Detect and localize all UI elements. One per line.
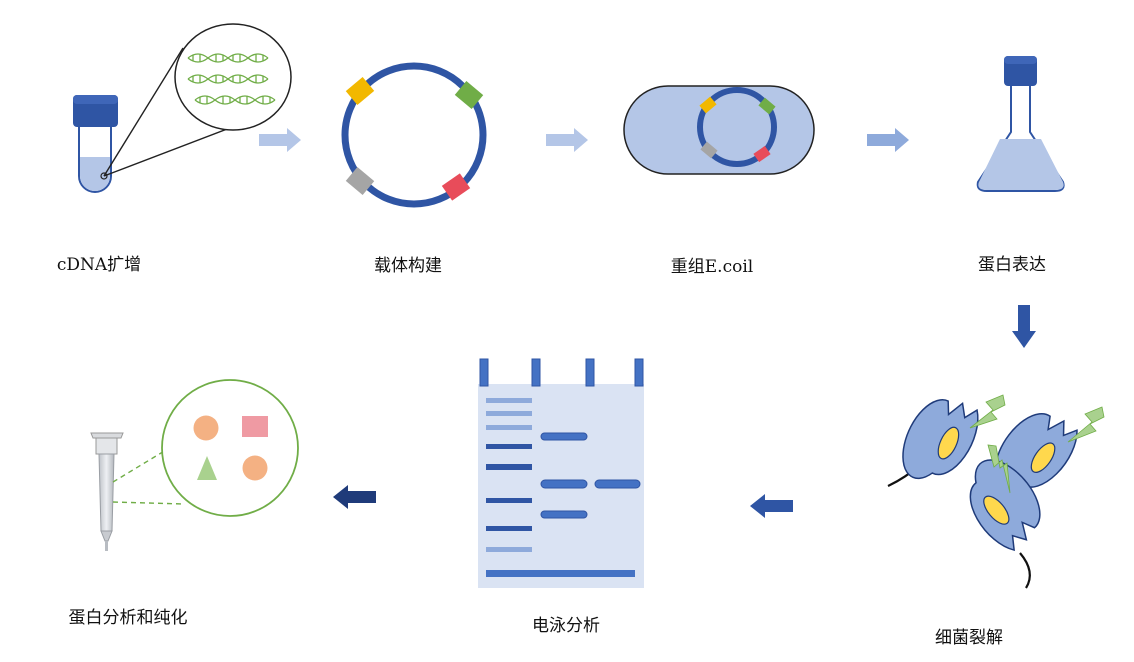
arrow-right-icon bbox=[867, 128, 909, 152]
arrow-left-icon bbox=[750, 494, 793, 518]
arrow-right-icon bbox=[259, 128, 301, 152]
circle-shape-icon bbox=[193, 415, 219, 441]
gel-icon bbox=[478, 358, 644, 588]
step-label-cdna: cDNA扩增 bbox=[56, 255, 142, 275]
step-label-purification: 蛋白分析和纯化 bbox=[68, 608, 188, 628]
step-label-lysis: 细菌裂解 bbox=[935, 628, 1003, 648]
lightning-icon bbox=[969, 394, 1006, 429]
spin-column-icon bbox=[90, 432, 124, 551]
square-shape-icon bbox=[242, 416, 268, 437]
arrow-down-icon bbox=[1012, 305, 1036, 348]
purification-magnifier bbox=[161, 379, 299, 517]
test-tube-icon bbox=[73, 95, 118, 193]
plasmid-icon bbox=[341, 62, 487, 208]
arrow-right-icon bbox=[546, 128, 588, 152]
bacterium-icon bbox=[623, 85, 815, 175]
arrow-left-icon bbox=[333, 485, 376, 509]
step-label-ecoli: 重组E.coil bbox=[670, 257, 754, 277]
lightning-icon bbox=[1067, 406, 1105, 443]
step-label-expression: 蛋白表达 bbox=[978, 255, 1046, 275]
lysis-scene bbox=[887, 394, 1105, 589]
step-label-electrophoresis: 电泳分析 bbox=[532, 616, 600, 636]
dna-magnifier bbox=[174, 23, 292, 131]
triangle-shape-icon bbox=[197, 456, 217, 480]
dna-icon bbox=[187, 53, 276, 105]
lightning-icon bbox=[987, 444, 1011, 494]
flask-icon bbox=[976, 56, 1065, 192]
circle-shape-icon bbox=[242, 455, 268, 481]
step-label-vector: 载体构建 bbox=[374, 256, 442, 276]
